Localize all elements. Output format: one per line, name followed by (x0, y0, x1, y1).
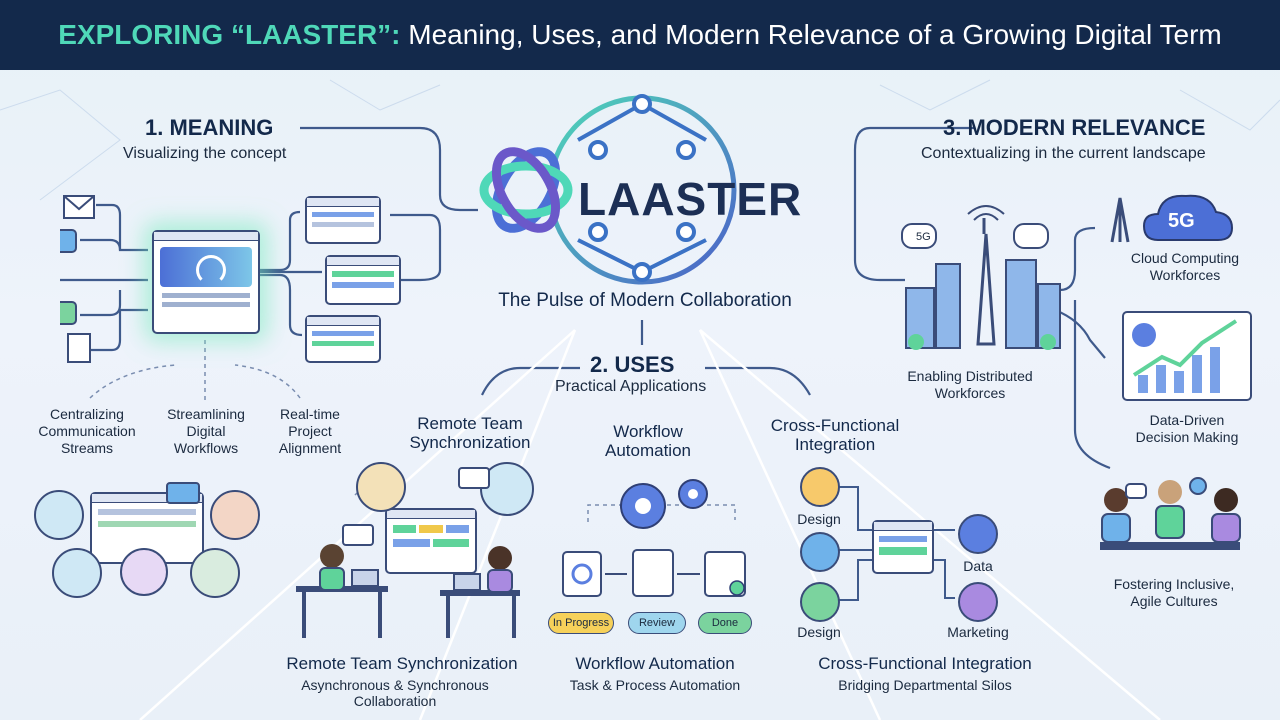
analytics-panel (1122, 311, 1252, 401)
dept-label-design-1: Design (797, 511, 841, 527)
folder-icon (958, 514, 998, 554)
workflow-diagram (562, 479, 746, 597)
integration-hub (872, 520, 934, 574)
cloud-5g-icon (1110, 194, 1234, 243)
team-meeting (1100, 477, 1241, 550)
uses-heading-1: Remote Team Synchronization (409, 414, 531, 452)
gear-icon (800, 532, 840, 572)
output-card-1 (305, 196, 381, 244)
chat-bubble-icon (166, 482, 200, 504)
status-in-progress: In Progress (548, 612, 614, 634)
relevance-subtitle: Contextualizing in the current landscape (921, 145, 1206, 162)
chat-bubble-icon (458, 467, 490, 489)
meaning-label-1: Centralizing Communication Streams (38, 406, 136, 456)
caption-sub-1: Asynchronous & Synchronous Collaboration (301, 677, 489, 709)
logo-text: LAASTER (578, 173, 803, 225)
city-illustration (901, 205, 1061, 350)
caption-title-2: Workflow Automation (575, 654, 735, 673)
avatar (356, 462, 406, 512)
pen-icon (800, 467, 840, 507)
relevance-title: 3. MODERN RELEVANCE (943, 115, 1206, 140)
avatar (120, 548, 168, 596)
uses-heading-3: Cross-Functional Integration (770, 416, 900, 454)
meaning-subtitle: Visualizing the concept (123, 145, 287, 162)
caption-sub-3: Bridging Departmental Silos (838, 677, 1012, 693)
cloud-5g-text: 5G (1168, 210, 1195, 232)
avatar (52, 548, 102, 598)
megaphone-icon (958, 582, 998, 622)
output-card-2 (325, 255, 401, 305)
desk-workers (296, 544, 520, 638)
title-highlight: EXPLORING “LAASTER”: (58, 19, 401, 50)
caption-title-1: Remote Team Synchronization (286, 654, 518, 673)
caption-sub-2: Task & Process Automation (569, 677, 741, 693)
title-banner: EXPLORING “LAASTER”: Meaning, Uses, and … (0, 0, 1280, 70)
chat-bubble-icon (342, 524, 374, 546)
distributed-label: Enabling Distributed Workforces (907, 368, 1033, 401)
cloud-label: Cloud Computing Workforces (1130, 250, 1240, 283)
caption-title-3: Cross-Functional Integration (818, 654, 1032, 673)
data-label: Data-Driven Decision Making (1135, 412, 1239, 445)
status-done: Done (698, 612, 752, 634)
uses-subtitle: Practical Applications (555, 378, 707, 395)
chart-icon (800, 582, 840, 622)
shared-board (385, 508, 477, 574)
dept-label-design-2: Design (797, 624, 841, 640)
meaning-label-3: Real-time Project Alignment (278, 406, 342, 456)
input-icons (60, 195, 95, 363)
avatar (190, 548, 240, 598)
laaster-logo (479, 94, 737, 285)
inclusive-label: Fostering Inclusive, Agile Cultures (1113, 576, 1235, 609)
tagline: The Pulse of Modern Collaboration (498, 290, 792, 311)
uses-title: 2. USES (590, 352, 675, 377)
meaning-label-2: Streamlining Digital Workflows (167, 406, 245, 456)
title-rest: Meaning, Uses, and Modern Relevance of a… (408, 19, 1222, 50)
city-5g-badge: 5G (916, 231, 931, 243)
avatar (34, 490, 84, 540)
meaning-title: 1. MEANING (145, 115, 274, 140)
output-card-3 (305, 315, 381, 363)
uses-heading-2: Workflow Automation (605, 422, 691, 460)
gauge-display (160, 247, 252, 287)
dept-label-marketing: Marketing (947, 624, 1009, 640)
status-review: Review (628, 612, 686, 634)
growth-chart-icon (1132, 319, 1238, 393)
avatar (210, 490, 260, 540)
dashboard-panel (152, 230, 260, 334)
dept-label-data: Data (963, 558, 993, 574)
